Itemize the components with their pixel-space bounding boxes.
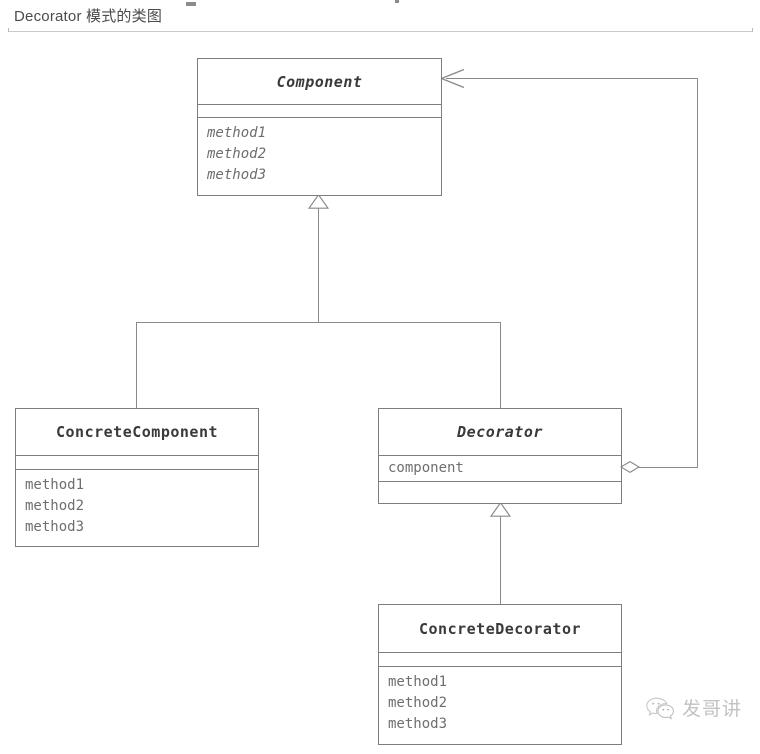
uml-class-concrete-component[interactable]: ConcreteComponent method1 method2 method… xyxy=(15,408,259,547)
uml-attributes-decorator: component xyxy=(379,455,621,481)
uml-class-decorator[interactable]: Decorator component xyxy=(378,408,622,504)
uml-class-name-concrete-component: ConcreteComponent xyxy=(16,409,258,455)
uml-class-component[interactable]: Component method1 method2 method3 xyxy=(197,58,442,196)
generalization-stem-component xyxy=(318,208,319,323)
header-tick-left xyxy=(8,28,9,32)
crop-mark-right xyxy=(395,0,399,3)
generalization-drop-decorator xyxy=(500,322,501,408)
generalization-crossbar-component xyxy=(136,322,501,323)
uml-method: method3 xyxy=(207,167,267,183)
uml-attributes-component xyxy=(198,104,441,117)
uml-class-concrete-decorator[interactable]: ConcreteDecorator method1 method2 method… xyxy=(378,604,622,745)
generalization-drop-concrete-component xyxy=(136,322,137,408)
wechat-icon xyxy=(645,695,675,721)
uml-method: method2 xyxy=(207,146,267,162)
aggregation-segment-right xyxy=(697,78,698,468)
uml-class-name-component: Component xyxy=(198,59,441,104)
generalization-triangle-component-icon xyxy=(308,194,329,209)
uml-methods-decorator xyxy=(379,481,621,503)
uml-class-name-label: Component xyxy=(276,72,363,91)
uml-class-name-label: ConcreteDecorator xyxy=(418,619,582,638)
page-header: Decorator 模式的类图 xyxy=(0,0,760,34)
uml-method: method2 xyxy=(388,695,448,711)
uml-method: method3 xyxy=(388,716,448,732)
uml-method: method2 xyxy=(25,498,85,514)
header-tick-right xyxy=(752,28,753,32)
watermark: 发哥讲 xyxy=(645,694,742,721)
uml-method: method1 xyxy=(25,477,85,493)
association-arrowhead-icon xyxy=(440,66,466,91)
uml-attributes-concrete-decorator xyxy=(379,652,621,666)
uml-class-name-label: ConcreteComponent xyxy=(55,423,219,441)
uml-attributes-concrete-component xyxy=(16,455,258,469)
uml-methods-concrete-component: method1 method2 method3 xyxy=(16,469,258,546)
aggregation-segment-top xyxy=(446,78,698,79)
uml-class-name-concrete-decorator: ConcreteDecorator xyxy=(379,605,621,652)
uml-class-name-label: Decorator xyxy=(457,423,543,441)
uml-class-name-decorator: Decorator xyxy=(379,409,621,455)
generalization-triangle-decorator-icon xyxy=(490,502,511,517)
aggregation-diamond-icon xyxy=(620,457,640,477)
uml-methods-concrete-decorator: method1 method2 method3 xyxy=(379,666,621,744)
uml-attribute: component xyxy=(388,460,464,476)
header-divider xyxy=(8,31,753,32)
generalization-stem-decorator xyxy=(500,516,501,604)
aggregation-segment-bottom xyxy=(637,467,698,468)
watermark-text: 发哥讲 xyxy=(682,699,743,720)
crop-mark-left xyxy=(186,2,196,6)
uml-method: method3 xyxy=(25,519,85,535)
uml-method: method1 xyxy=(207,125,267,141)
page-title: Decorator 模式的类图 xyxy=(14,8,163,25)
uml-method: method1 xyxy=(388,674,448,690)
uml-methods-component: method1 method2 method3 xyxy=(198,117,441,195)
